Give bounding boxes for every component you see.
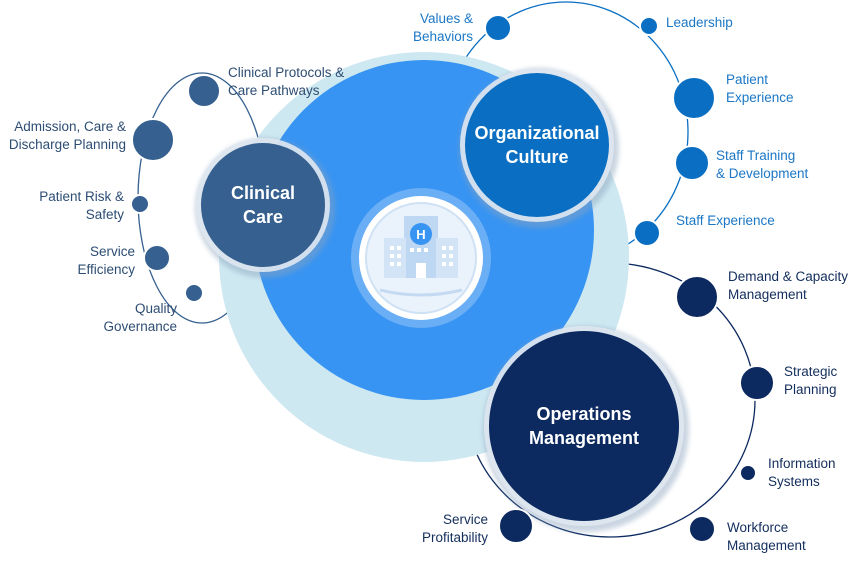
clinical-satellite-dot <box>187 74 221 108</box>
operations-satellite-label: Information <box>768 456 836 471</box>
clinical-satellite-label: Quality <box>135 301 177 316</box>
clinical-satellite-label: Efficiency <box>77 262 135 277</box>
operations-satellite-label: Management <box>728 287 807 302</box>
operations-hub-title-line: Management <box>529 428 639 448</box>
operations-satellite-dot <box>675 275 719 319</box>
clinical-satellite-label: Discharge Planning <box>9 137 126 152</box>
clinical-satellite-label: Governance <box>103 319 177 334</box>
operations-satellite-label: Workforce <box>727 520 788 535</box>
operations-satellite-label: Profitability <box>422 530 488 545</box>
culture-satellite-label: Patient <box>726 72 768 87</box>
culture-satellite-dot <box>484 14 512 42</box>
operations-hub-title-line: Operations <box>536 404 631 424</box>
clinical-satellite-dot <box>184 283 204 303</box>
culture-hub-title-line: Culture <box>506 147 569 167</box>
operations-satellite-label: Management <box>727 538 806 553</box>
operations-hub-circle <box>489 331 679 521</box>
culture-satellite-label: Staff Experience <box>676 213 775 228</box>
operations-satellite-dot <box>739 464 757 482</box>
clinical-hub-circle <box>201 143 325 267</box>
hospital-badge-letter: H <box>416 227 425 242</box>
clinical-satellite-label: Admission, Care & <box>14 119 126 134</box>
culture-satellite-label: Staff Training <box>716 148 795 163</box>
clinical-satellite-label: Patient Risk & <box>39 189 124 204</box>
operations-satellite-dot <box>739 365 775 401</box>
culture-hub-circle <box>465 73 609 217</box>
culture-satellite-label: Behaviors <box>413 29 473 44</box>
clinical-satellite-label: Clinical Protocols & <box>228 65 344 80</box>
operations-satellite-label: Demand & Capacity <box>728 269 848 284</box>
culture-satellite-label: Leadership <box>666 15 733 30</box>
culture-satellite-label: & Development <box>716 166 809 181</box>
culture-satellite-dot <box>674 145 710 181</box>
clinical-satellite-label: Care Pathways <box>228 83 320 98</box>
culture-satellite-label: Experience <box>726 90 794 105</box>
hospital-building-icon <box>351 188 491 328</box>
clinical-satellite-dot <box>131 118 175 162</box>
operations-satellite-label: Strategic <box>784 364 838 379</box>
operations-satellite-label: Service <box>443 512 488 527</box>
clinical-hub-title-line: Clinical <box>231 183 295 203</box>
operations-satellite-label: Planning <box>784 382 837 397</box>
culture-satellite-dot <box>633 219 661 247</box>
culture-satellite-dot <box>672 76 716 120</box>
culture-satellite-dot <box>639 16 659 36</box>
clinical-hub-title-line: Care <box>243 207 283 227</box>
clinical-satellite-dot <box>130 194 150 214</box>
operations-satellite-dot <box>498 508 534 544</box>
clinical-satellite-label: Service <box>90 244 135 259</box>
operations-satellite-label: Systems <box>768 474 820 489</box>
clinical-satellite-dot <box>143 244 171 272</box>
clinical-satellite-label: Safety <box>86 207 125 222</box>
culture-satellite-label: Values & <box>420 11 473 26</box>
operations-satellite-dot <box>688 515 716 543</box>
culture-hub-title-line: Organizational <box>474 123 599 143</box>
